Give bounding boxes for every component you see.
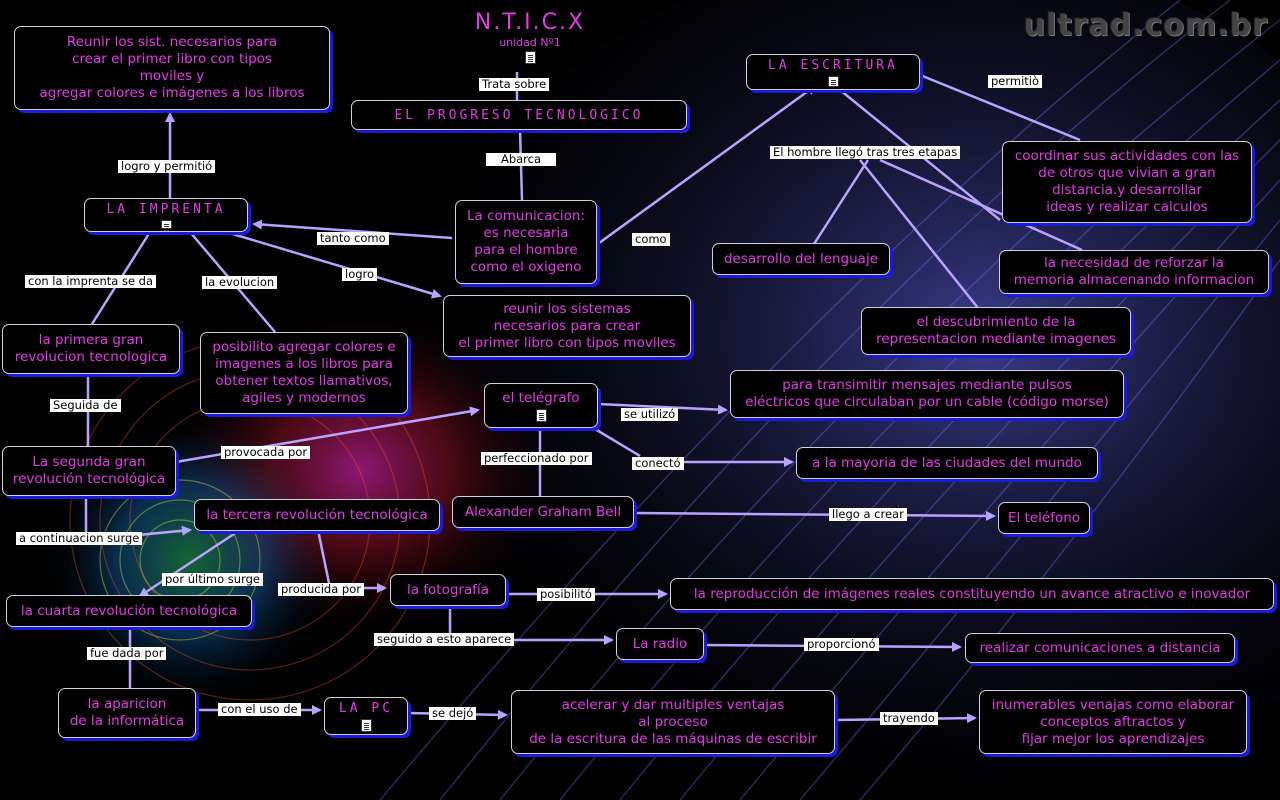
node-escritura[interactable]: LA ESCRITURA xyxy=(746,54,920,90)
node-segunda[interactable]: La segunda gran revolución tecnológica xyxy=(2,446,176,496)
node-telegrafo-text: el telégrafo xyxy=(502,389,580,406)
node-ciudades-text: a la mayoria de las ciudades del mundo xyxy=(812,454,1082,471)
link-label-ultimo: por último surge xyxy=(162,573,263,586)
node-distancia-text: realizar comunicaciones a distancia xyxy=(979,639,1221,656)
link-label-llego-crear: llego a crear xyxy=(829,508,907,521)
node-distancia[interactable]: realizar comunicaciones a distancia xyxy=(965,633,1235,663)
link-label-continuacion: a continuacion surge xyxy=(16,532,143,545)
link-label-proporciono: proporcionó xyxy=(804,638,879,651)
node-reunir-mid-text: reunir los sistemas necesarios para crea… xyxy=(458,300,676,351)
link-label-logro-permitio: logro y permitió xyxy=(118,160,216,173)
map-title: N.T.I.C.X xyxy=(474,10,586,35)
node-informatica[interactable]: la aparicion de la informática xyxy=(58,688,196,738)
node-cuarta-text: la cuarta revolución tecnológica xyxy=(20,602,238,619)
link-label-conecto: conectó xyxy=(632,457,684,470)
node-primera[interactable]: la primera gran revolucion tecnologica xyxy=(2,324,180,374)
node-imprenta-text: LA IMPRENTA xyxy=(106,202,226,217)
node-pulsos[interactable]: para transimitir mensajes mediante pulso… xyxy=(730,370,1124,418)
node-inumerables[interactable]: inumerables venajas como elaborar concep… xyxy=(979,690,1247,754)
map-header: N.T.I.C.X unidad Nº1 xyxy=(440,10,620,68)
link-label-seguida: Seguida de xyxy=(50,399,121,412)
node-fotografia-text: la fotografía xyxy=(406,581,490,598)
node-telefono-text: El teléfono xyxy=(1007,509,1081,526)
document-icon[interactable] xyxy=(360,719,372,732)
node-pulsos-text: para transimitir mensajes mediante pulso… xyxy=(745,377,1109,410)
node-pc-text: LA PC xyxy=(338,701,394,716)
link-label-abarca: Abarca xyxy=(486,153,556,166)
link-label-producida: producida por xyxy=(278,583,364,596)
node-lenguaje[interactable]: desarrollo del lenguaje xyxy=(712,243,890,275)
node-coordinar[interactable]: coordinar sus actividades con las de otr… xyxy=(1002,141,1252,223)
node-primera-text: la primera gran revolucion tecnologica xyxy=(14,332,168,365)
node-memoria-text: la necesidad de reforzar la memoria alma… xyxy=(1013,255,1255,288)
node-inumerables-text: inumerables venajas como elaborar concep… xyxy=(991,696,1235,747)
node-radio-text: La radio xyxy=(632,635,688,652)
node-progreso[interactable]: EL PROGRESO TECNOLOGICO xyxy=(351,100,687,130)
node-radio[interactable]: La radio xyxy=(616,628,704,660)
link-label-provocada: provocada por xyxy=(221,446,311,459)
document-icon[interactable] xyxy=(160,220,172,229)
node-segunda-text: La segunda gran revolución tecnológica xyxy=(12,454,166,487)
node-informatica-text: la aparicion de la informática xyxy=(69,696,185,729)
node-coordinar-text: coordinar sus actividades con las de otr… xyxy=(1014,148,1240,215)
link-label-perfeccionado: perfeccionado por xyxy=(481,452,592,465)
node-reunir-top-text: Reunir los sist. necesarios para crear e… xyxy=(39,34,305,101)
link-label-se-utilizo: se utilizó xyxy=(621,408,679,421)
node-acelerar[interactable]: acelerar y dar multiples ventajas al pro… xyxy=(511,690,835,754)
node-escritura-text: LA ESCRITURA xyxy=(768,58,898,73)
link-label-con-imprenta: con la imprenta se da xyxy=(25,275,157,288)
node-telegrafo[interactable]: el telégrafo xyxy=(484,383,598,428)
link-label-se-dejo: se dejó xyxy=(429,707,477,720)
node-bell-text: Alexander Graham Bell xyxy=(464,503,622,520)
link-label-posibilito: posibilitó xyxy=(537,588,595,601)
node-bell[interactable]: Alexander Graham Bell xyxy=(452,496,634,528)
link-label-con-uso: con el uso de xyxy=(218,703,301,716)
node-cuarta[interactable]: la cuarta revolución tecnológica xyxy=(6,595,252,627)
node-pc[interactable]: LA PC xyxy=(324,697,408,735)
link-label-logro: logro xyxy=(342,268,378,281)
node-fotografia[interactable]: la fotografía xyxy=(390,574,506,606)
link-label-como: como xyxy=(632,233,670,246)
node-tercera[interactable]: la tercera revolución tecnológica xyxy=(194,499,440,531)
node-telefono[interactable]: El teléfono xyxy=(998,502,1090,534)
link-label-seguido: seguido a esto aparece xyxy=(374,633,515,646)
node-reproduccion-text: la reproducción de imágenes reales const… xyxy=(693,585,1251,602)
node-progreso-text: EL PROGRESO TECNOLOGICO xyxy=(394,107,644,123)
node-comunicacion[interactable]: La comunicacion: es necesaria para el ho… xyxy=(455,200,597,284)
node-reproduccion[interactable]: la reproducción de imágenes reales const… xyxy=(670,578,1274,610)
node-representacion[interactable]: el descubrimiento de la representacion m… xyxy=(861,307,1131,355)
node-tercera-text: la tercera revolución tecnológica xyxy=(206,506,428,523)
node-acelerar-text: acelerar y dar multiples ventajas al pro… xyxy=(529,696,817,747)
link-label-permitio: permitiò xyxy=(988,75,1043,88)
node-posibilito[interactable]: posibilito agregar colores e imagenes a … xyxy=(200,332,408,414)
link-label-tanto-como: tanto como xyxy=(317,232,389,245)
link-label-trata: Trata sobre xyxy=(479,78,550,91)
map-subtitle: unidad Nº1 xyxy=(499,36,561,49)
node-imprenta[interactable]: LA IMPRENTA xyxy=(84,198,248,232)
document-icon[interactable] xyxy=(535,408,547,422)
watermark: ultrad.com.br xyxy=(1023,8,1268,43)
node-reunir-top[interactable]: Reunir los sist. necesarios para crear e… xyxy=(14,26,330,110)
link-label-fue-dada: fue dada por xyxy=(87,647,167,660)
link-label-evolucion: la evolucion xyxy=(202,276,278,289)
document-icon[interactable] xyxy=(524,51,536,64)
document-icon[interactable] xyxy=(827,76,839,87)
node-comunicacion-text: La comunicacion: es necesaria para el ho… xyxy=(466,208,585,275)
node-representacion-text: el descubrimiento de la representacion m… xyxy=(876,314,1116,347)
node-ciudades[interactable]: a la mayoria de las ciudades del mundo xyxy=(796,447,1098,479)
node-posibilito-text: posibilito agregar colores e imagenes a … xyxy=(212,339,396,406)
link-label-etapas: El hombre llegó tras tres etapas xyxy=(770,146,961,159)
node-memoria[interactable]: la necesidad de reforzar la memoria alma… xyxy=(999,250,1269,294)
node-lenguaje-text: desarrollo del lenguaje xyxy=(723,250,879,267)
node-reunir-mid[interactable]: reunir los sistemas necesarios para crea… xyxy=(443,295,691,357)
link-label-trayendo: trayendo xyxy=(880,712,938,725)
